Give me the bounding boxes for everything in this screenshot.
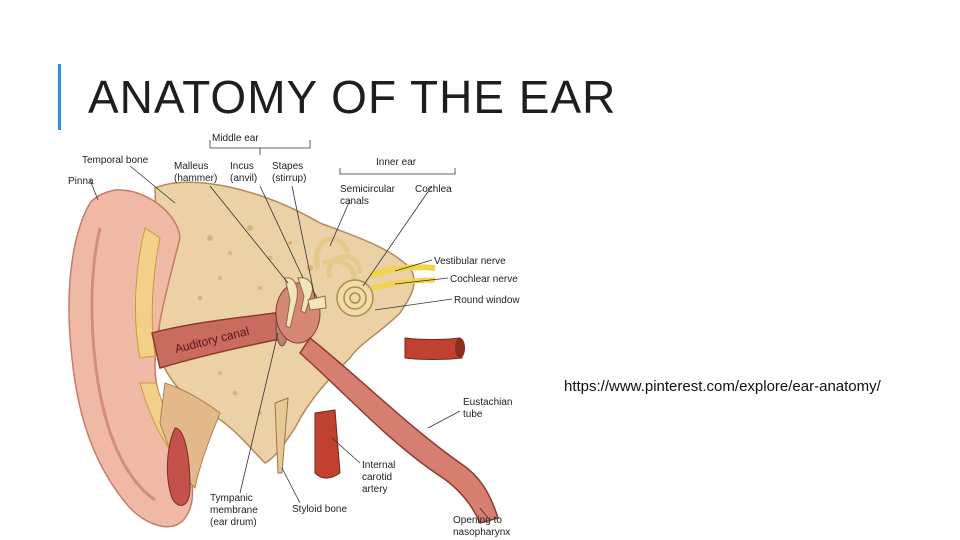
label-eustachian: Eustachian [463, 397, 512, 408]
slide-title: ANATOMY OF THE EAR [88, 71, 617, 123]
ear-cartilage [134, 227, 161, 359]
label-stapes: Stapes [272, 161, 303, 172]
label-semicircular: Semicircular [340, 184, 396, 195]
label-malleus-alt: (hammer) [174, 173, 217, 184]
carotid-artery-lower [314, 409, 341, 479]
label-vestibular-nerve: Vestibular nerve [434, 256, 506, 267]
label-eustachian-alt: tube [463, 409, 483, 420]
label-carotid: Internal [362, 460, 395, 471]
title-accent-bar [58, 64, 61, 130]
label-tympanic-2: membrane [210, 505, 258, 516]
malleus-shape [284, 277, 298, 329]
label-pinna: Pinna [68, 176, 94, 187]
vestibular-nerve-shape [368, 264, 436, 279]
ear-anatomy-diagram: Middle ear Temporal bone Pinna Malleus (… [60, 128, 540, 540]
pinna-fold [90, 227, 156, 502]
label-round-window: Round window [454, 295, 520, 306]
stapes-shape [307, 295, 327, 311]
label-opening-2: nasopharynx [453, 527, 510, 538]
label-incus: Incus [230, 161, 254, 172]
label-carotid-3: artery [362, 484, 388, 495]
label-incus-alt: (anvil) [230, 173, 257, 184]
label-tympanic: Tympanic [210, 493, 253, 504]
leader-lines [89, 140, 489, 519]
incus-shape [297, 277, 313, 314]
label-opening: Opening to [453, 515, 502, 526]
label-carotid-2: carotid [362, 472, 392, 483]
ear-anatomy-svg: Middle ear Temporal bone Pinna Malleus (… [68, 133, 520, 538]
carotid-artery-opening [455, 338, 465, 358]
label-temporal-bone: Temporal bone [82, 155, 149, 166]
label-middle-ear: Middle ear [212, 133, 259, 144]
label-stapes-alt: (stirrup) [272, 173, 306, 184]
label-inner-ear: Inner ear [376, 157, 417, 168]
label-malleus: Malleus [174, 161, 208, 172]
cochlea-shape [336, 279, 374, 317]
label-cochlear-nerve: Cochlear nerve [450, 274, 518, 285]
label-tympanic-3: (ear drum) [210, 517, 257, 528]
carotid-artery-top [404, 337, 463, 360]
source-link[interactable]: https://www.pinterest.com/explore/ear-an… [564, 378, 881, 395]
label-styloid: Styloid bone [292, 504, 347, 515]
eustachian-tube-shape [299, 336, 499, 524]
label-cochlea: Cochlea [415, 184, 452, 195]
label-semicircular-alt: canals [340, 196, 369, 207]
gland-shape [166, 427, 191, 506]
styloid-bone-shape [274, 397, 289, 474]
